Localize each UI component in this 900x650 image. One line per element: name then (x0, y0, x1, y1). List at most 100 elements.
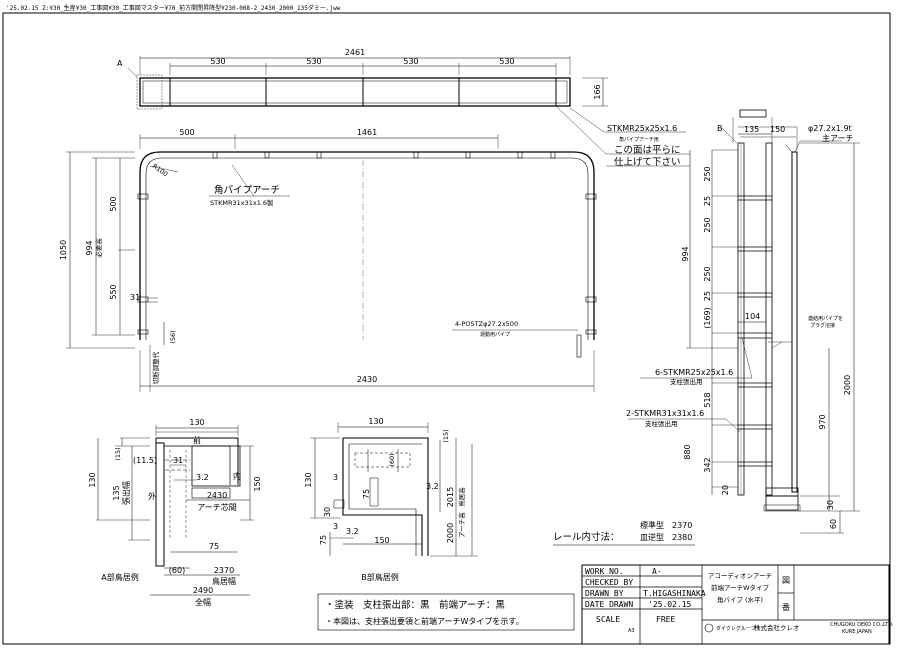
dim-side-60: 60 (829, 519, 838, 529)
dim-side-342: 342 (703, 457, 712, 472)
label-arch: 角パイプアーチ (214, 184, 280, 196)
dim-b-75b: 75 (319, 535, 328, 545)
label-arch-spec: STKMR31x31x1.6製 (210, 198, 274, 207)
dim-150: 150 (770, 125, 785, 134)
dim-r100: R100 (151, 162, 169, 178)
tb-scale-mark: A3 (628, 628, 635, 634)
dim-side-104: 104 (745, 312, 760, 321)
detail-a (96, 425, 254, 596)
label-cut: 切断調整代 (151, 351, 160, 384)
dim-b-2000: 2000 (446, 523, 455, 543)
dim-31: 31 (130, 293, 140, 302)
dim-top-total: 2461 (345, 48, 365, 57)
tb-scale: FREE (656, 615, 675, 624)
dim-side-994: 994 (681, 246, 690, 261)
dim-b-60: (60) (388, 453, 396, 466)
tb-scale-label: SCALE (596, 615, 620, 624)
detail-b-title: B部鳥居例 (361, 572, 399, 582)
rail-rev-value: 2380 (672, 533, 692, 542)
dim-side-2000: 2000 (843, 375, 852, 395)
dim-b-32b: 3.2 (346, 527, 359, 536)
tb-drawn: T.HIGASHINAKA (643, 589, 706, 598)
dim-a-2430: 2430 (207, 491, 227, 500)
dim-a-60: (60) (169, 566, 185, 575)
note-pipe: STKMR25x25x1.6 (607, 124, 677, 133)
dim-135: 135 (744, 125, 759, 134)
dim-994-sub: 必要高 (94, 238, 103, 258)
label-pipe: φ27.2x1.9t (808, 124, 852, 133)
tb-company-group: ダイクレグループ (716, 625, 756, 632)
note-line-2: ・本図は、支柱張出要領と前端アーチWタイプを示す。 (325, 616, 524, 626)
label-b-torii-h: 鳥居高 (457, 487, 466, 507)
tb-company-en-2: KURE JAPAN (842, 629, 872, 635)
top-view (127, 56, 690, 167)
rail-rev-label: 皿逆型 (640, 532, 664, 542)
dim-top-seg1: 530 (210, 57, 225, 66)
label-a-front: 前 (193, 435, 201, 445)
dim-a-150: 150 (253, 476, 262, 491)
dim-b-75: 75 (362, 489, 371, 499)
dim-b-2015: 2015 (446, 487, 455, 507)
tb-fig-label-2: 番 (782, 602, 790, 612)
dim-side-169: (169) (703, 307, 712, 329)
label-post: 4-POSTZφ27.2x500 (455, 320, 518, 328)
side-view (628, 109, 860, 534)
dim-front-1461: 1461 (357, 128, 377, 137)
dim-b-32a: 3.2 (426, 482, 439, 491)
tb-title-3: 角パイプ (水平) (717, 595, 763, 604)
rail-label: レール内寸法： (553, 531, 620, 543)
dim-side-25b: 25 (703, 291, 712, 301)
label-2stk-sub: 支柱張出用 (645, 419, 678, 428)
dim-994: 994 (85, 240, 94, 255)
dim-500v: 500 (109, 196, 118, 211)
label-side-note-2: プラグ溶接 (810, 322, 835, 329)
label-b-arch-h: アーチ高 (457, 512, 466, 538)
dim-b-15: (15) (442, 429, 450, 442)
dim-2430: 2430 (357, 375, 377, 384)
detail-b (310, 422, 478, 557)
tb-title-2: 前端アーチWタイプ (711, 583, 770, 592)
dim-b-3: 3 (333, 473, 338, 482)
title-block-frame (581, 564, 890, 645)
dim-side-880: 880 (683, 444, 692, 459)
sheet-border (2, 12, 891, 645)
label-post-sub: 運動用パイプ (480, 331, 510, 338)
label-a: A (117, 59, 123, 68)
dim-b-3b: 3 (333, 522, 338, 531)
label-a-arch-gap: アーチ芯間 (197, 502, 237, 512)
rail-std-label: 標準型 (640, 520, 664, 530)
tb-work-no: A- (652, 567, 662, 576)
dim-b-30: 30 (323, 507, 332, 517)
label-6stk-sub: 支柱張出用 (670, 377, 703, 386)
dim-top-166: 166 (593, 84, 602, 99)
tb-company: 株式会社クレオ (754, 623, 800, 632)
label-6stk: 6-STKMR25x25x1.6 (655, 368, 733, 377)
label-side-note-1: 連結用パイプを (808, 315, 843, 322)
label-pipe-sub: 主アーチ (822, 133, 854, 143)
dim-side-250c: 250 (703, 266, 712, 281)
dim-a-75: 75 (209, 542, 219, 551)
note-line-1: ・塗装 支柱張出部：黒 前端アーチ：黒 (325, 599, 505, 611)
note-flat-1: この面は平らに (614, 145, 681, 156)
rail-std-value: 2370 (672, 521, 692, 530)
note-pipe-sub: 角パイプアーチ用 (619, 136, 659, 143)
tb-date: '25.02.15 (648, 600, 692, 609)
tb-fig-label-1: 図 (782, 576, 790, 585)
dim-b-130v: 130 (304, 472, 313, 487)
dim-56: (56) (169, 330, 177, 343)
label-b: B (717, 124, 723, 133)
label-a-out: 外 (148, 491, 156, 501)
front-view (66, 134, 597, 392)
tb-work-no-label: WORK NO. (585, 567, 624, 576)
dim-b-150: 150 (374, 536, 389, 545)
dim-a-32: 3.2 (196, 473, 209, 482)
detail-a-title: A部鳥居例 (101, 572, 138, 582)
label-2stk: 2-STKMR31x31x1.6 (626, 409, 704, 418)
dim-side-25a: 25 (703, 196, 712, 206)
dim-550: 550 (109, 284, 118, 299)
dim-1050: 1050 (59, 240, 68, 260)
dim-side-20: 20 (721, 485, 730, 495)
dim-side-30: 30 (826, 500, 835, 510)
dim-side-250b: 250 (703, 217, 712, 232)
